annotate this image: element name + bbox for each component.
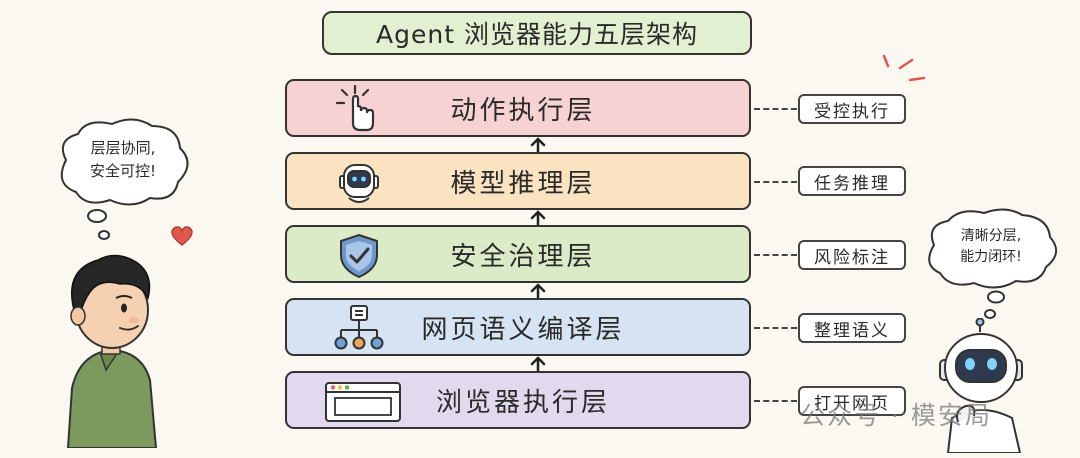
thought-bubble-left [60, 118, 189, 240]
layer-label: 动作执行层 [450, 95, 596, 126]
layer-label: 网页语义编译层 [421, 314, 625, 345]
connector-dash [754, 400, 797, 402]
layer-web-semantic-compilation: 网页语义编译层 [285, 298, 751, 356]
bubble-line: 安全可控! [89, 162, 156, 180]
tag-label: 任务推理 [814, 173, 890, 194]
layer-security-governance: 安全治理层 [285, 225, 751, 283]
connector-dash [754, 327, 797, 329]
thought-bubble-right [928, 208, 1057, 319]
robot-head-icon [339, 164, 379, 203]
layer-model-reasoning: 模型推理层 [285, 152, 751, 210]
bubble-text-right: 清晰分层, 能力闭环! [934, 226, 1048, 268]
connector-dash [754, 108, 797, 110]
tag-label: 风险标注 [814, 247, 890, 268]
connector-dash [754, 181, 797, 183]
bubble-line: 清晰分层, [960, 228, 1022, 244]
tag-label: 整理语义 [814, 320, 890, 341]
tag-task-reasoning: 任务推理 [798, 166, 906, 196]
layer-label: 模型推理层 [450, 168, 596, 199]
shield-check-icon [340, 233, 378, 279]
tree-structure-icon [334, 305, 384, 350]
bubble-line: 层层协同, [90, 139, 156, 157]
boy-character [66, 254, 158, 448]
tag-semantic-organization: 整理语义 [798, 313, 906, 343]
tag-label: 打开网页 [814, 393, 890, 414]
layer-label: 安全治理层 [450, 241, 596, 272]
connector-dash [754, 254, 797, 256]
pointer-click-icon [335, 85, 375, 132]
layer-browser-execution: 浏览器执行层 [285, 371, 751, 429]
watermark-text: 公众号 · 模安局 [800, 401, 992, 430]
browser-window-icon [325, 382, 401, 422]
diagram-title-text: Agent 浏览器能力五层架构 [376, 20, 698, 49]
tag-open-webpage: 打开网页 [798, 386, 906, 416]
layer-label: 浏览器执行层 [435, 387, 610, 418]
bubble-text-left: 层层协同, 安全可控! [66, 137, 180, 183]
arrow-up-icon [530, 210, 546, 226]
heart-icon [171, 226, 193, 246]
sparkle-lines [882, 54, 926, 82]
diagram-title: Agent 浏览器能力五层架构 [322, 11, 752, 55]
robot-character [939, 318, 1023, 453]
arrow-up-icon [530, 283, 546, 299]
arrow-up-icon [530, 137, 546, 153]
tag-label: 受控执行 [814, 101, 890, 122]
tag-risk-labeling: 风险标注 [798, 240, 906, 270]
watermark: 公众号 · 模安局 [800, 396, 992, 432]
layer-action-execution: 动作执行层 [285, 79, 751, 137]
arrow-up-icon [530, 356, 546, 372]
bubble-line: 能力闭环! [960, 249, 1022, 265]
tag-controlled-execution: 受控执行 [798, 94, 906, 124]
